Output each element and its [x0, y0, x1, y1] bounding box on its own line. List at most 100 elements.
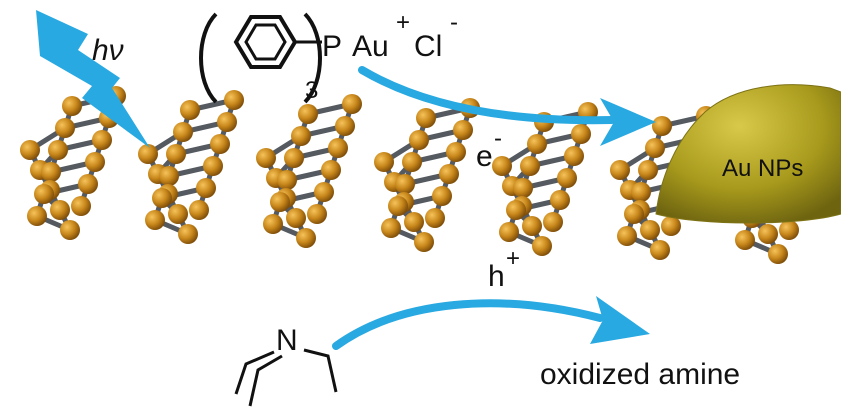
gold-nanoparticle — [655, 84, 841, 224]
lattice-atom — [291, 126, 311, 146]
lattice-atom — [409, 130, 429, 150]
lattice-atom — [314, 182, 334, 202]
right-bracket — [303, 12, 322, 104]
lattice-atom — [196, 178, 216, 198]
lattice-atom — [638, 160, 658, 180]
lattice-atom — [520, 156, 540, 176]
lattice-atom — [453, 120, 473, 140]
lattice-atom — [513, 178, 533, 198]
left-bracket — [199, 12, 218, 104]
lattice-atom — [224, 90, 244, 110]
lattice-atom — [735, 230, 755, 250]
lattice-atom — [631, 182, 651, 202]
lattice-atom — [624, 204, 644, 224]
lattice-atom — [416, 108, 436, 128]
gold-charge: + — [396, 9, 410, 36]
oxidation-arrow — [332, 299, 604, 350]
oxidation-arrowhead — [590, 296, 650, 344]
lattice-atom — [20, 140, 40, 160]
lattice-atom — [374, 152, 394, 172]
reduction-arrow — [358, 66, 616, 125]
reduction-arrowhead — [600, 98, 656, 146]
lattice-atom — [395, 174, 415, 194]
lattice-atom — [277, 170, 297, 190]
gold-precursor: 3 P Au + Cl - — [199, 9, 458, 104]
lattice-atom — [145, 210, 165, 230]
electron-charge: - — [494, 125, 502, 152]
lattice-atom — [321, 160, 341, 180]
lattice-atom — [506, 200, 526, 220]
lattice-atom — [159, 166, 179, 186]
lattice-atom — [758, 224, 778, 244]
phosphorus-label: P — [322, 30, 342, 63]
lattice-atom — [60, 220, 80, 240]
lattice-atom — [402, 152, 422, 172]
lattice-atom — [217, 112, 237, 132]
lightning-bolt-icon — [36, 10, 150, 148]
lattice-atom — [532, 236, 552, 256]
lattice-atom — [210, 134, 230, 154]
crystal-lattice — [20, 86, 834, 264]
hole-charge: + — [506, 245, 520, 272]
lattice-atom — [617, 226, 637, 246]
lattice-atom — [296, 228, 316, 248]
lattice-atom — [661, 216, 681, 236]
lattice-atom — [284, 148, 304, 168]
lattice-atom — [557, 168, 577, 188]
amine-arm-2 — [248, 354, 283, 407]
lattice-atom — [203, 156, 223, 176]
lattice-atom — [499, 222, 519, 242]
lattice-atom — [178, 224, 198, 244]
lattice-atom — [55, 118, 75, 138]
lattice-atom — [166, 144, 186, 164]
lattice-atom — [768, 244, 788, 264]
lattice-atom — [286, 208, 306, 228]
chloride-charge: - — [450, 9, 458, 36]
lattice-atom — [48, 140, 68, 160]
lattice-atom — [85, 152, 105, 172]
product-label: oxidized amine — [540, 358, 740, 391]
lattice-atom — [71, 196, 91, 216]
lattice-atom — [492, 156, 512, 176]
lattice-atom — [564, 146, 584, 166]
lattice-atom — [328, 138, 348, 158]
lattice-atom — [62, 96, 82, 116]
lattice-atom — [180, 100, 200, 120]
lattice-atom — [138, 144, 158, 164]
lattice-atom — [263, 214, 283, 234]
lattice-atom — [189, 200, 209, 220]
lattice-atom — [610, 160, 630, 180]
lattice-atom — [388, 196, 408, 216]
phosphine-subscript: 3 — [305, 77, 318, 104]
gold-label: Au — [352, 30, 389, 63]
lattice-atom — [335, 116, 355, 136]
lattice-atom — [645, 138, 665, 158]
nanoparticle-label: Au NPs — [722, 155, 803, 182]
lattice-atom — [168, 204, 188, 224]
chloride-label: Cl — [414, 30, 442, 63]
lattice-atom — [342, 94, 362, 114]
amine-molecule: N — [234, 324, 338, 407]
lattice-atom — [550, 190, 570, 210]
lattice-atom — [256, 148, 276, 168]
lattice-atom — [92, 130, 112, 150]
lattice-atom — [270, 192, 290, 212]
lattice-atom — [779, 220, 799, 240]
lattice-atom — [425, 208, 445, 228]
lattice-atom — [50, 200, 70, 220]
lattice-atom — [652, 116, 672, 136]
lattice-atom — [381, 218, 401, 238]
nitrogen-label: N — [276, 324, 298, 357]
lattice-atom — [432, 186, 452, 206]
lattice-atom — [571, 124, 591, 144]
lattice-atom — [640, 220, 660, 240]
lattice-atom — [522, 216, 542, 236]
lattice-atom — [34, 184, 54, 204]
lattice-atom — [41, 162, 61, 182]
lattice-atom — [527, 134, 547, 154]
lattice-atom — [404, 212, 424, 232]
lattice-atom — [78, 174, 98, 194]
lattice-atom — [439, 164, 459, 184]
